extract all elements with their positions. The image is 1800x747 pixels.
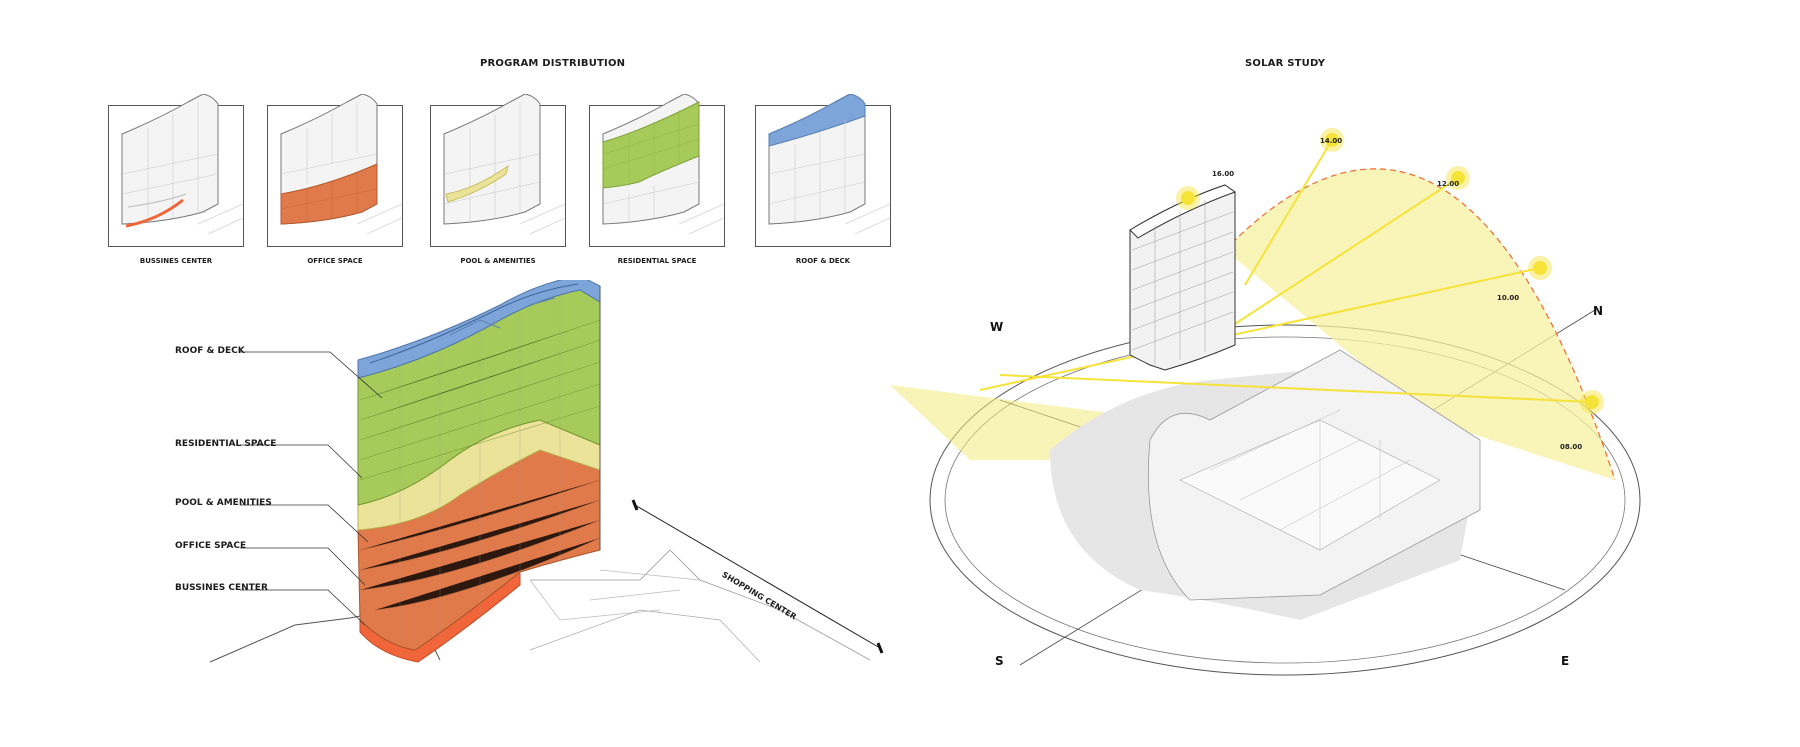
time-label-1400: 14.00	[1320, 137, 1343, 145]
thumbnail-label: ROOF & DECK	[795, 257, 851, 265]
callout-bussines-center: BUSSINES CENTER	[175, 583, 268, 593]
compass-north: N	[1593, 304, 1604, 318]
thumbnail-label: RESIDENTIAL SPACE	[617, 257, 697, 265]
shopping-center-dimension-line	[634, 504, 881, 649]
highlight-pool	[445, 164, 509, 203]
compass-ring-inner	[944, 336, 1626, 664]
thumbnail-label: BUSSINES CENTER	[139, 257, 213, 265]
highlight-office	[280, 163, 378, 225]
callout-roof-deck: ROOF & DECK	[175, 346, 245, 356]
callout-pool-amenities: POOL & AMENITIES	[175, 498, 272, 508]
compass-ring-outer	[929, 324, 1641, 676]
time-label-1000: 10.00	[1497, 294, 1520, 302]
thumbnail-bussines-center	[108, 93, 244, 250]
thumbnail-pool-amenities	[430, 93, 566, 250]
sun-icons	[1176, 128, 1604, 414]
sun-icon	[1181, 191, 1195, 205]
thumbnail-label: OFFICE SPACE	[307, 257, 363, 265]
thumbnail-label: POOL & AMENITIES	[460, 257, 536, 265]
sun-icon	[1585, 395, 1599, 409]
thumbnail-residential-space	[589, 93, 725, 250]
solar-study-title: SOLAR STUDY	[1245, 58, 1326, 69]
compass-east: E	[1561, 654, 1570, 668]
time-label-1200: 12.00	[1437, 180, 1460, 188]
callout-office-space: OFFICE SPACE	[175, 541, 247, 551]
tower-thumbnail-5	[755, 93, 891, 247]
sun-icon	[1325, 133, 1339, 147]
sun-path-arc	[1224, 168, 1616, 481]
program-axonometric	[209, 280, 884, 663]
highlight-business	[125, 198, 184, 228]
program-distribution-title: PROGRAM DISTRIBUTION	[480, 58, 626, 69]
highlight-residential	[602, 101, 700, 189]
sun-path-field	[1225, 168, 1615, 480]
solar-study-diagram	[890, 128, 1641, 676]
thumbnail-office-space	[267, 93, 403, 250]
compass-south: S	[995, 654, 1004, 668]
highlight-roof	[768, 93, 866, 147]
thumbnail-roof-deck	[755, 93, 891, 250]
compass-west: W	[990, 320, 1004, 334]
tower-thumbnail-3	[430, 93, 566, 247]
tower-thumbnail-4	[589, 93, 725, 247]
sun-icon	[1533, 261, 1547, 275]
tower-thumbnail-1	[108, 93, 244, 247]
sun-icon	[1451, 171, 1465, 185]
time-label-1600: 16.00	[1212, 170, 1235, 178]
callout-residential-space: RESIDENTIAL SPACE	[175, 439, 277, 449]
tower-thumbnail-2	[267, 93, 403, 247]
time-label-0800: 08.00	[1560, 443, 1583, 451]
